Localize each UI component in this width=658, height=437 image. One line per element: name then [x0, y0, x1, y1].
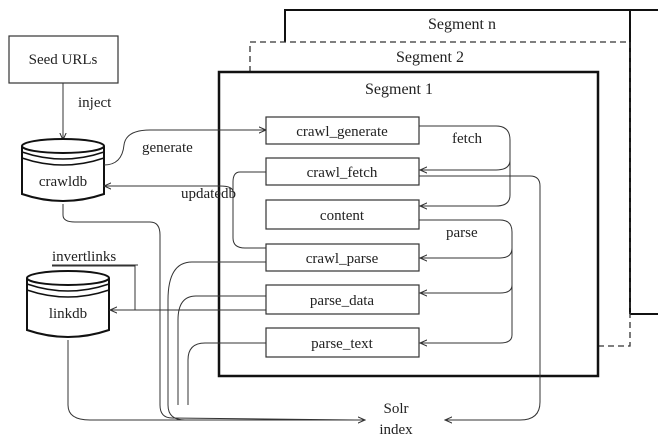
segment-n-label: Segment n [428, 16, 496, 33]
crawldb-to-solr-line [62, 204, 356, 421]
crawl-fetch-label: crawl_fetch [307, 165, 378, 181]
invertlinks-connector [52, 265, 136, 310]
fetch-label: fetch [452, 131, 482, 147]
crawldb-label: crawldb [39, 174, 87, 190]
parse-text-label: parse_text [311, 336, 373, 352]
invertlinks-label: invertlinks [52, 249, 116, 265]
parse-data-label: parse_data [310, 293, 374, 309]
linkdb-label: linkdb [49, 306, 87, 322]
parse-branch-2-arrow [420, 284, 513, 293]
crawl-parse-to-solr-line [167, 261, 355, 421]
generate-arrow [103, 130, 266, 166]
parse-data-to-solr-line [177, 295, 266, 405]
fetch-loop-arrow [419, 125, 511, 206]
content-label: content [320, 208, 365, 224]
solr-label-line2: index [379, 422, 413, 437]
crawl-fetch-box [265, 157, 420, 186]
parse-loop-arrow [419, 219, 513, 343]
content-box [265, 199, 420, 230]
updatedb-label: updatedb [181, 186, 236, 202]
segment-2-frame [249, 41, 631, 347]
crawl-parse-label: crawl_parse [306, 251, 379, 267]
updatedb-arrow [104, 186, 234, 193]
fetch-to-solr-arrow [419, 175, 541, 420]
updatedb-fetch-line [232, 171, 266, 249]
parse-label: parse [446, 225, 478, 241]
crawl-generate-box [265, 116, 420, 145]
inject-label: inject [78, 95, 112, 111]
crawl-generate-label: crawl_generate [296, 124, 388, 140]
solr-label-line1: Solr [383, 401, 408, 417]
crawldb-cylinder [21, 138, 105, 202]
linkdb-cylinder [26, 270, 110, 338]
parse-text-box [265, 327, 420, 358]
parse-branch-1-arrow [420, 247, 513, 258]
linkdb-to-solr-arrow [67, 340, 365, 420]
parse-text-to-solr-line [187, 342, 266, 405]
seed-urls-label: Seed URLs [29, 52, 98, 68]
segment-2-label: Segment 2 [396, 49, 464, 66]
parse-data-box [265, 284, 420, 315]
crawl-parse-box [265, 243, 420, 272]
generate-label: generate [142, 140, 193, 156]
fetch-branch-arrow [420, 159, 511, 170]
segment-1-label: Segment 1 [365, 81, 433, 98]
